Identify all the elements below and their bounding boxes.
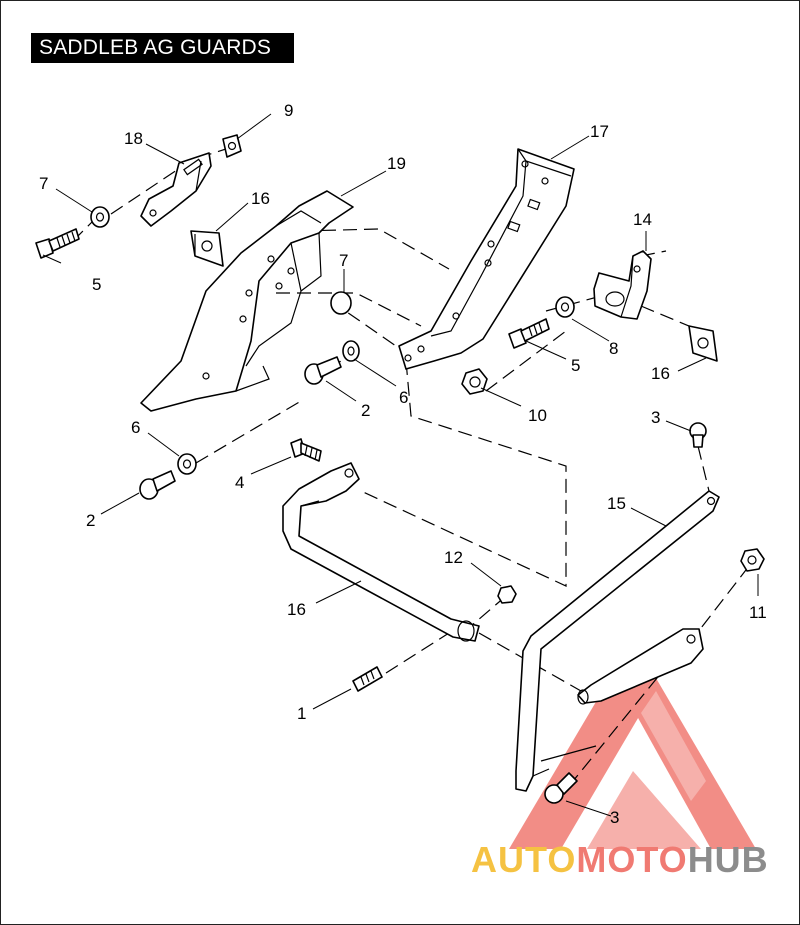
- part-4-bolt: [290, 438, 322, 462]
- part-8-washer: [555, 296, 575, 318]
- callout-16-right: 16: [651, 364, 670, 383]
- callout-10: 10: [528, 406, 547, 425]
- callout-6-lower: 6: [131, 418, 140, 437]
- callout-3-upper: 3: [651, 408, 660, 427]
- callout-2-lower: 2: [86, 511, 95, 530]
- callout-1: 1: [297, 704, 306, 723]
- part-16-clip-nut-right: [688, 325, 718, 362]
- callout-13: 14: [633, 210, 652, 229]
- callout-7-right: 7: [339, 251, 348, 270]
- callout-7-left: 7: [39, 174, 48, 193]
- part-2-bolt-lower: [139, 470, 176, 500]
- watermark-part-moto: MOTO: [576, 839, 688, 880]
- part-5-bolt-left: [35, 228, 80, 259]
- part-7-spacer: [330, 291, 352, 315]
- part-9-clip-nut: [222, 134, 242, 158]
- callout-18: 18: [124, 129, 143, 148]
- callout-labels: 9 18 7 16 5 19 7 17 14 8 5 16 10 2 6 6 2…: [39, 101, 767, 827]
- watermark-part-hub: HUB: [687, 839, 769, 880]
- callout-12: 12: [444, 548, 463, 567]
- callout-8: 8: [609, 339, 618, 358]
- part-10-nut: [461, 368, 488, 395]
- part-17-long-bracket: [398, 148, 575, 370]
- part-3-bolt-lower: [544, 772, 578, 804]
- callout-2-upper: 2: [361, 401, 370, 420]
- part-16-clip-nut-left: [190, 230, 224, 267]
- part-15-guard-rail: [282, 462, 480, 642]
- callout-leader-lines: [42, 113, 759, 817]
- part-19-mount-plate: [140, 190, 354, 412]
- callout-17: 17: [590, 122, 609, 141]
- part-12-nut: [497, 585, 517, 604]
- part-6-washer-upper: [342, 340, 360, 362]
- callout-14: 15: [607, 494, 626, 513]
- callout-3-lower: 3: [610, 808, 619, 827]
- part-5-bolt-right: [508, 318, 550, 349]
- callout-6-upper: 6: [399, 388, 408, 407]
- callout-11: 11: [749, 603, 767, 622]
- part-3-bolt-upper: [689, 422, 707, 448]
- watermark-part-auto: AUTO: [471, 839, 577, 880]
- watermark-logo-icon: [509, 673, 756, 849]
- part-7-washer: [90, 206, 110, 228]
- callout-15: 16: [287, 600, 306, 619]
- callout-19: 19: [387, 154, 406, 173]
- part-13-bracket: [593, 250, 652, 320]
- part-6-washer-lower: [177, 453, 197, 475]
- callout-5-right: 5: [571, 356, 580, 375]
- callout-16-left: 16: [251, 189, 270, 208]
- callout-4: 4: [235, 473, 244, 492]
- diagram-title: SADDLEB AG GUARDS: [31, 33, 294, 63]
- watermark-brand-text: AUTOMOTOHUB: [471, 839, 769, 881]
- callout-9: 9: [284, 101, 293, 120]
- part-14-guard-rail: [515, 490, 720, 792]
- part-18-small-bracket: [140, 152, 212, 227]
- part-1-screw: [352, 666, 383, 692]
- part-2-bolt-upper: [304, 356, 342, 385]
- callout-5-left: 5: [92, 275, 101, 294]
- part-11-nut: [740, 548, 765, 572]
